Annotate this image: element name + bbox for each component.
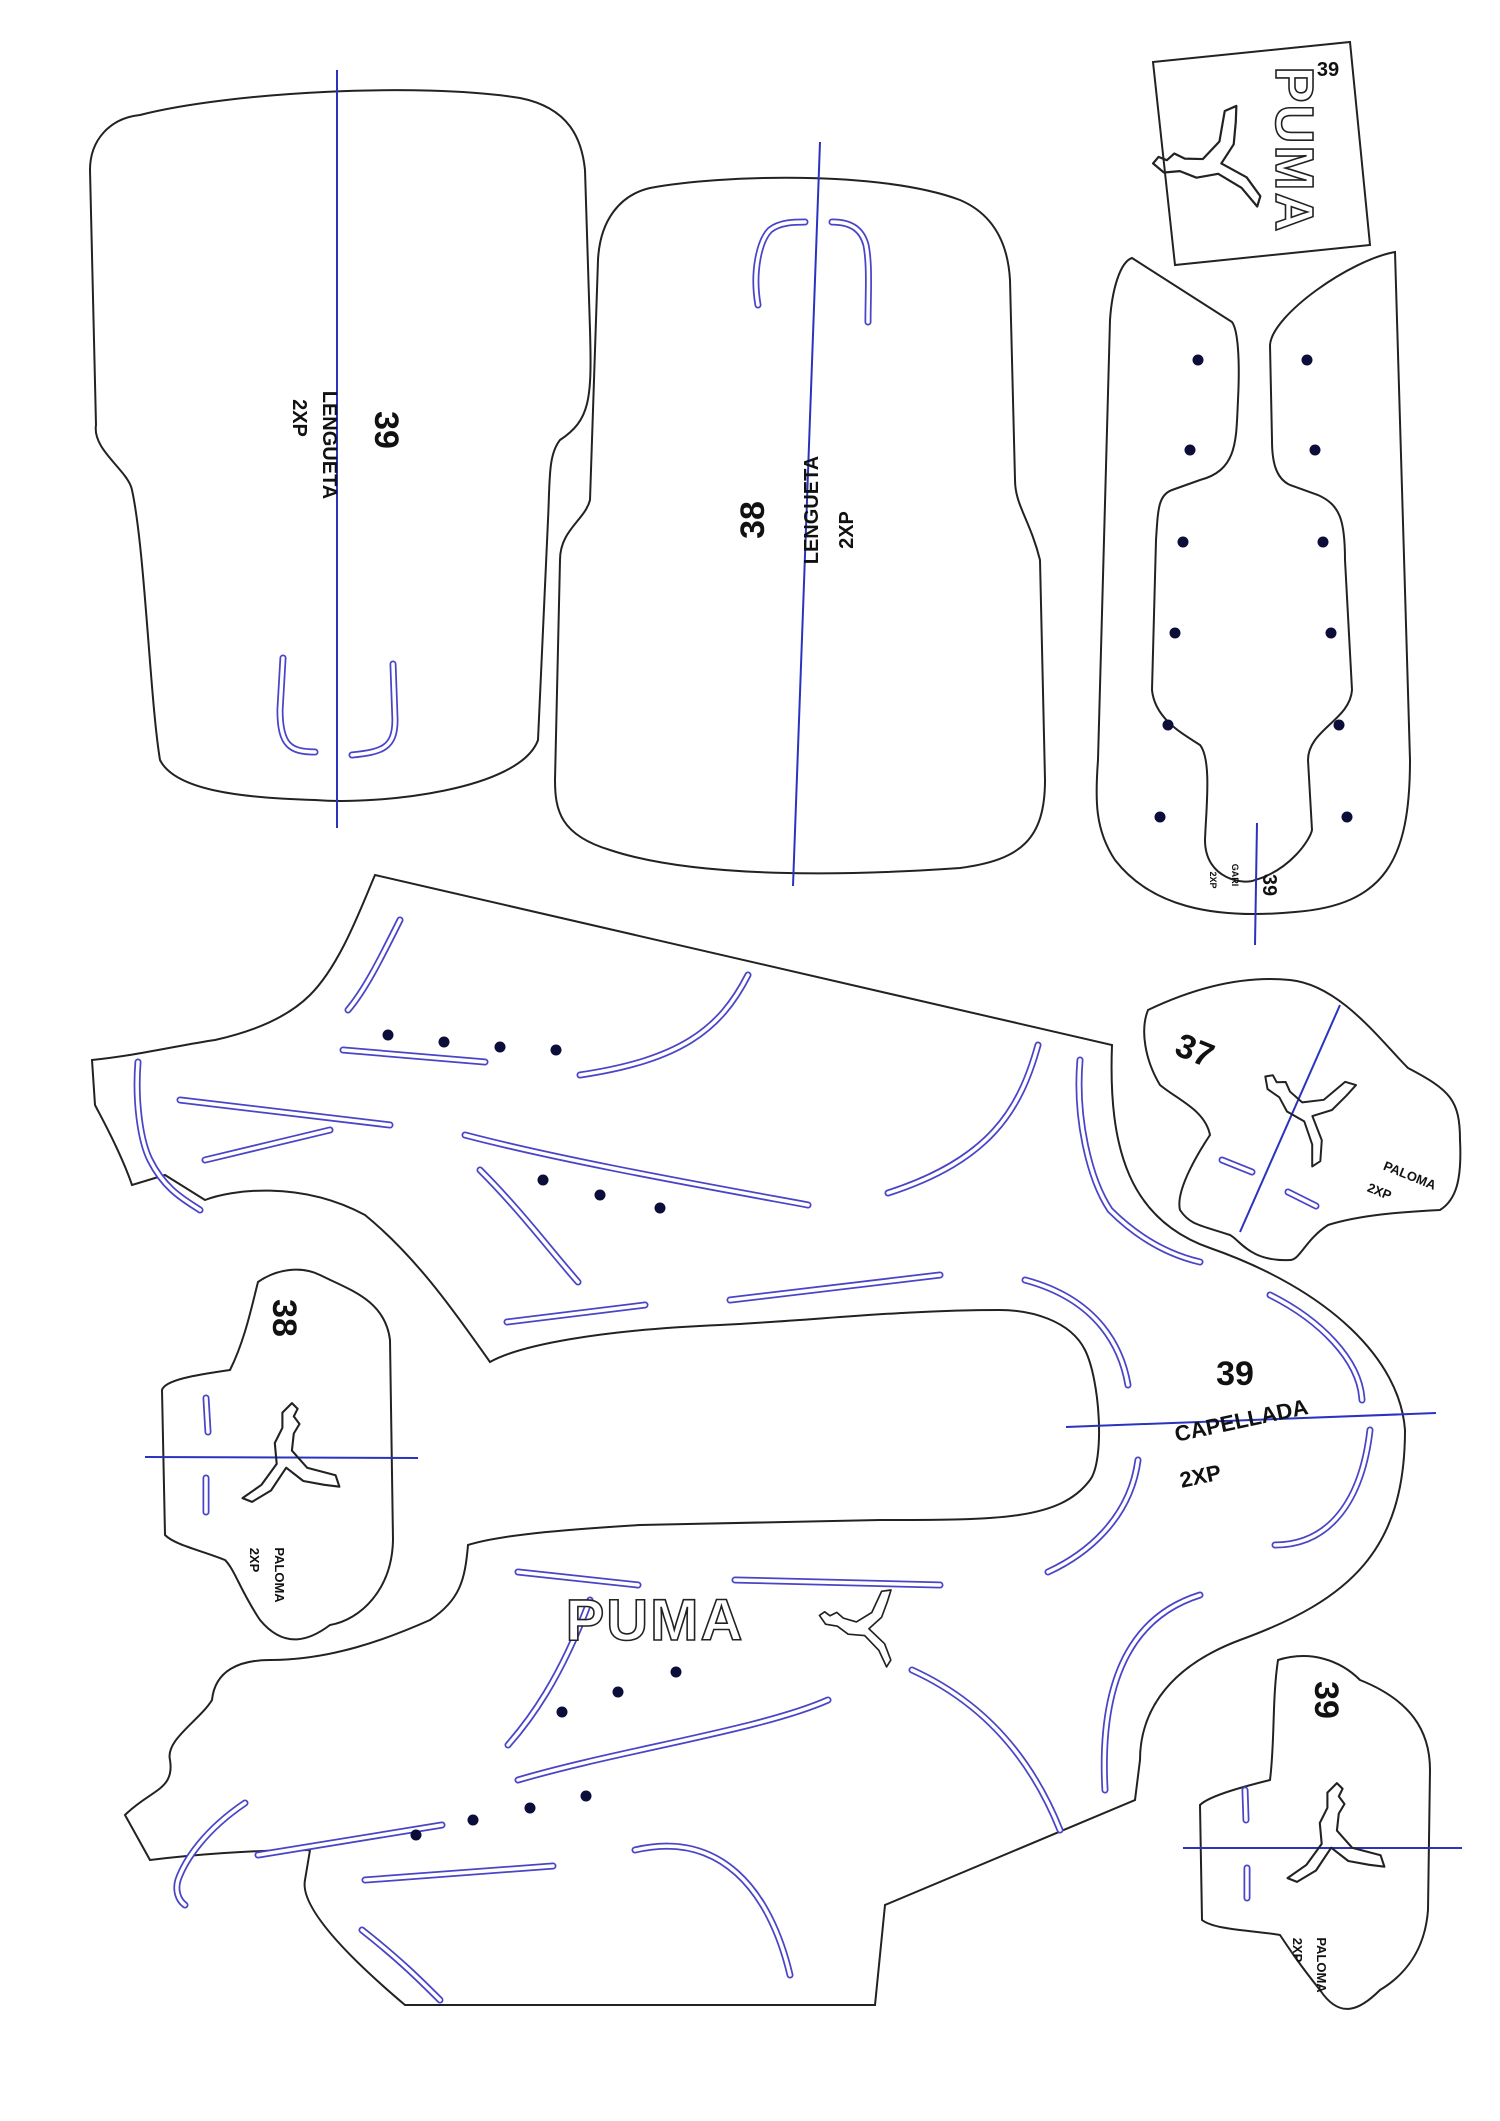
brand-logo: PUMA (1264, 67, 1324, 234)
piece-name: LENGUETA (318, 391, 340, 500)
label-piece-39: PUMA 39 (1147, 40, 1372, 267)
piece-size: 39 (1307, 1681, 1345, 1719)
stitch-slots (202, 1394, 212, 1516)
center-line (1239, 1004, 1341, 1233)
piece-qty: 2XP (836, 511, 858, 549)
piece-qty: 2XP (288, 399, 310, 437)
piece-size: 38 (734, 501, 772, 539)
piece-size: 39 (367, 411, 405, 449)
center-line (792, 141, 821, 887)
stitch-slots (1218, 1156, 1320, 1210)
piece-size: 38 (265, 1299, 303, 1337)
stitch-slots (1241, 1786, 1251, 1902)
brand-logo: PUMA (566, 1588, 745, 1653)
piece-name: LENGUETA (801, 456, 823, 565)
piece-qty: 2XP (1208, 871, 1218, 888)
center-line (1065, 1412, 1437, 1428)
lace-holes (382, 1029, 682, 1841)
lace-holes (1154, 354, 1353, 823)
piece-size: 39 (1317, 59, 1339, 81)
center-line (144, 1456, 419, 1459)
tongue-piece-39: 39 LENGUETA 2XP (88, 70, 592, 828)
piece-qty: 2XP (247, 1548, 262, 1573)
piece-name: GARI (1230, 864, 1240, 887)
piece-size: 39 (1258, 874, 1280, 896)
slot-pair (276, 654, 399, 759)
paloma-piece-38: 38 PALOMA 2XP (144, 1268, 419, 1641)
piece-name: PALOMA (272, 1547, 287, 1603)
center-line (1254, 822, 1258, 946)
piece-size: 39 (1216, 1355, 1254, 1393)
stitch-slots (133, 916, 1374, 2004)
piece-qty: 2XP (1290, 1938, 1305, 1963)
quarter-piece-39: 39 GARI 2XP (1095, 250, 1412, 946)
tongue-piece-38: 38 LENGUETA 2XP (553, 141, 1047, 887)
paloma-piece-37: 37 PALOMA 2XP (1143, 978, 1462, 1262)
paloma-piece-39: 39 PALOMA 2XP (1183, 1655, 1462, 2010)
piece-name: PALOMA (1314, 1937, 1329, 1993)
vamp-piece-39: PUMA 39 CAPELLADA 2XP (90, 873, 1437, 2006)
slot-pair (752, 218, 872, 326)
